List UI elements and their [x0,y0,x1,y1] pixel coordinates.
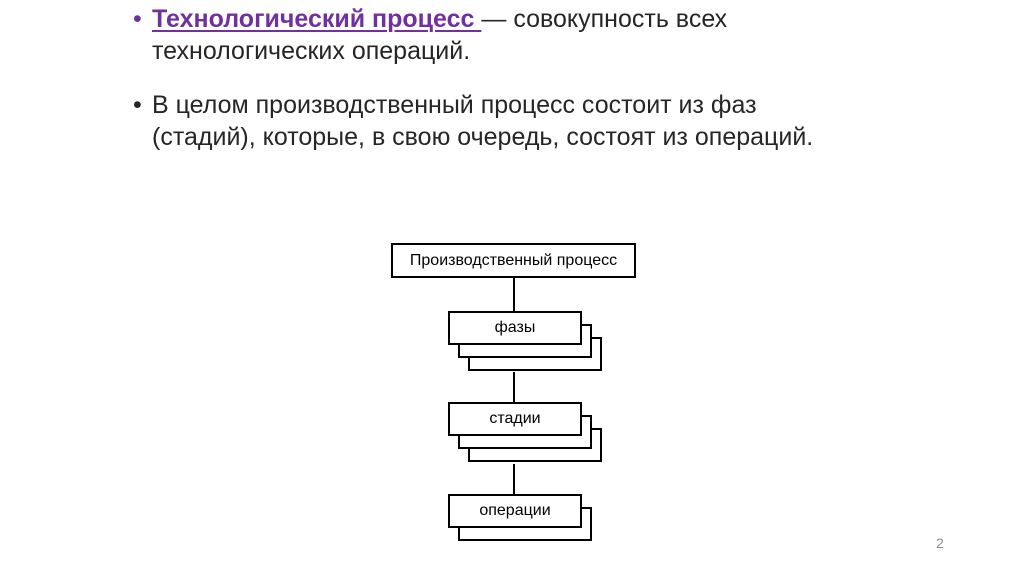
page-number: 2 [936,535,944,551]
bullet-item-definition: • Технологический процесс — совокупность… [133,3,1003,67]
diagram-box-stages: стадии [448,402,582,436]
diagram-box-phases: фазы [448,311,582,345]
term-technological-process: Технологический процесс [152,5,482,33]
connector-line-stages-to-operations [513,464,515,494]
bullet-marker: • [133,91,142,119]
diagram-box-production-process: Производственный процесс [391,243,636,278]
connector-line-phases-to-stages [513,372,515,402]
bullet-text-definition: Технологический процесс — совокупность в… [152,3,727,67]
bullet-marker: • [133,5,142,33]
bullet-text-production-process: В целом производственный процесс состоит… [152,91,814,151]
bullet-list: • Технологический процесс — совокупность… [133,3,1003,175]
diagram-box-operations: операции [448,494,582,528]
connector-line-root-to-phases [513,278,515,311]
bullet-item-production-process: • В целом производственный процесс состо… [133,89,1003,153]
definition-rest-text: — совокупность всех технологических опер… [152,5,728,65]
